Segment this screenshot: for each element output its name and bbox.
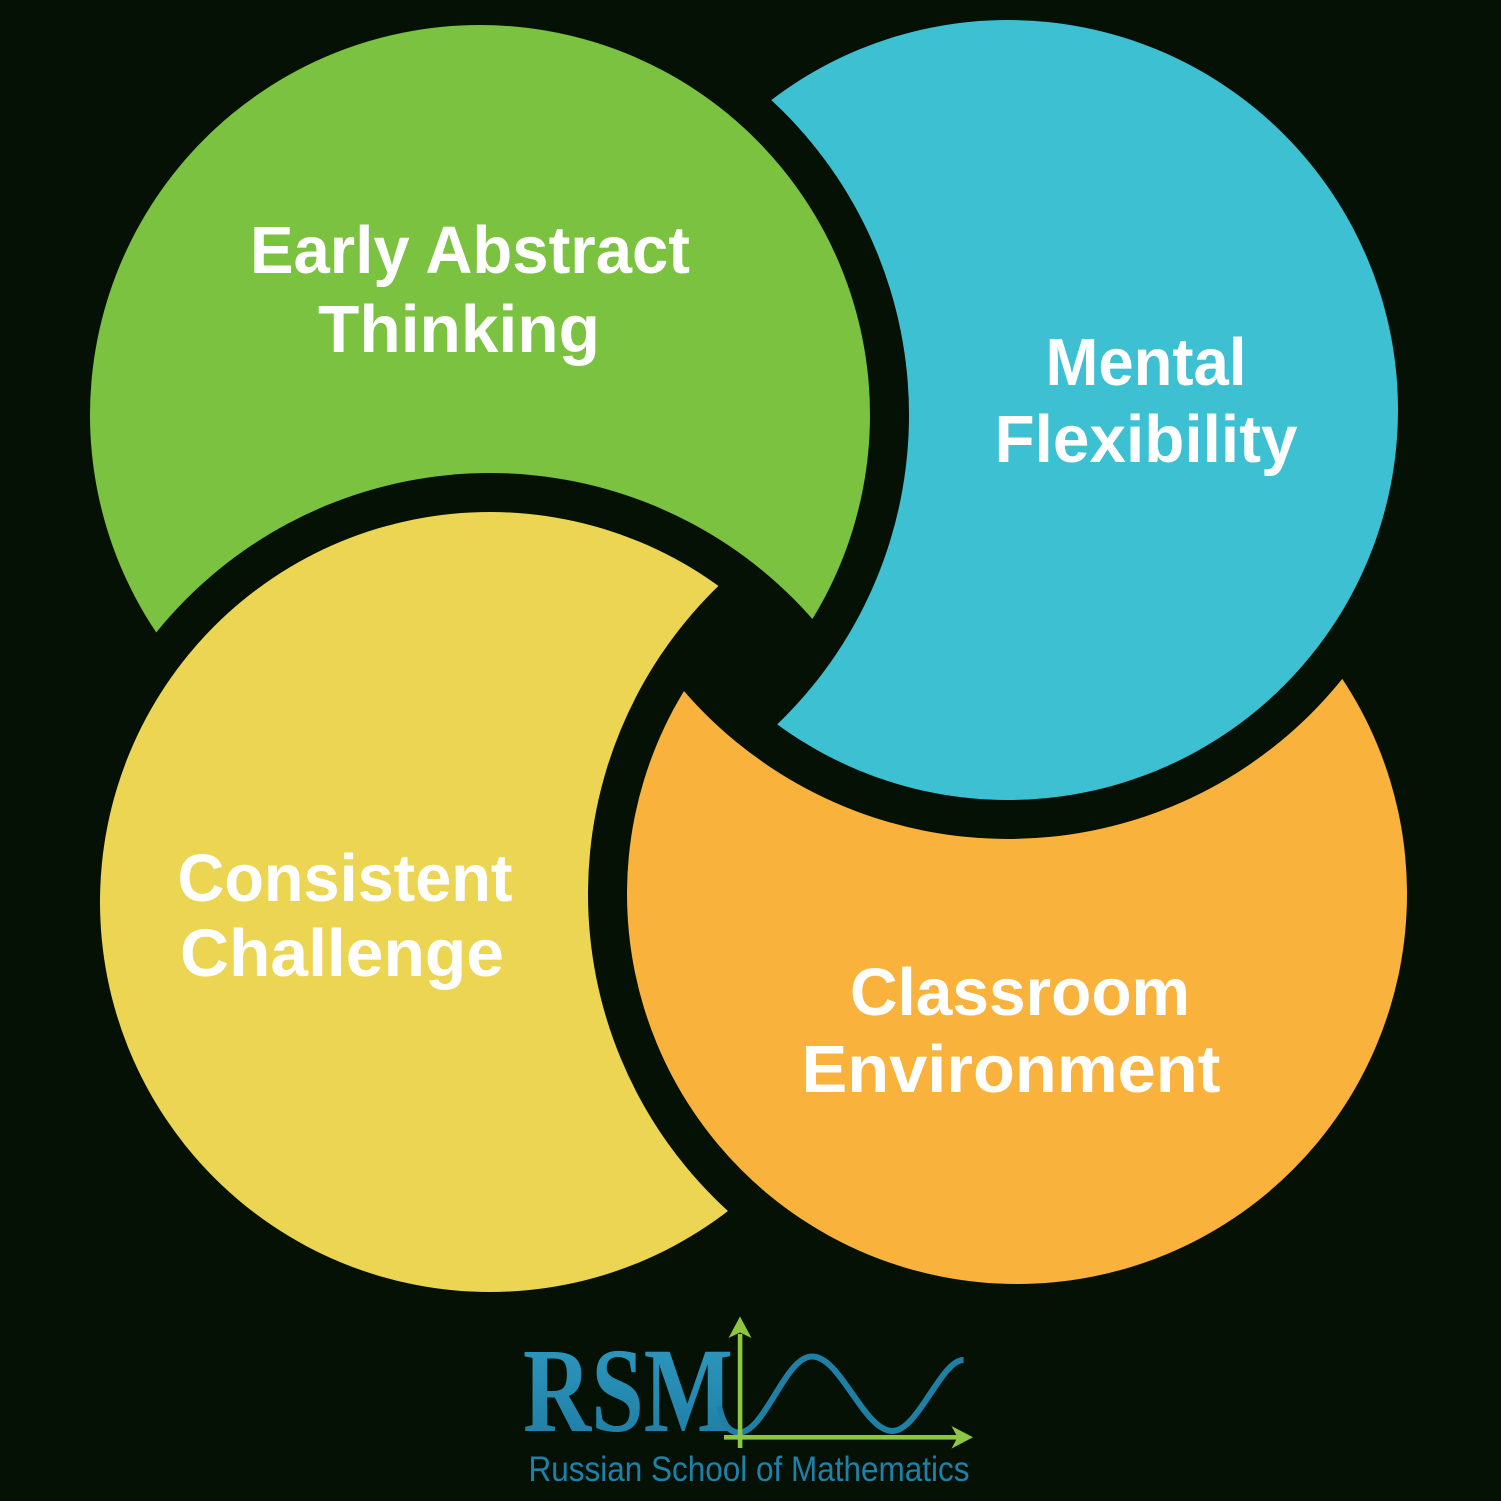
svg-text:Consistent: Consistent (178, 841, 513, 916)
svg-text:Environment: Environment (802, 1032, 1221, 1107)
svg-text:Russian School of Mathematics: Russian School of Mathematics (529, 1450, 970, 1489)
svg-text:Classroom: Classroom (850, 955, 1190, 1030)
svg-text:Early Abstract: Early Abstract (250, 213, 690, 288)
svg-text:Challenge: Challenge (180, 916, 504, 991)
svg-text:Mental: Mental (1046, 325, 1247, 400)
svg-text:Flexibility: Flexibility (995, 402, 1298, 477)
svg-text:RSM: RSM (523, 1324, 733, 1458)
svg-text:Thinking: Thinking (318, 292, 600, 367)
